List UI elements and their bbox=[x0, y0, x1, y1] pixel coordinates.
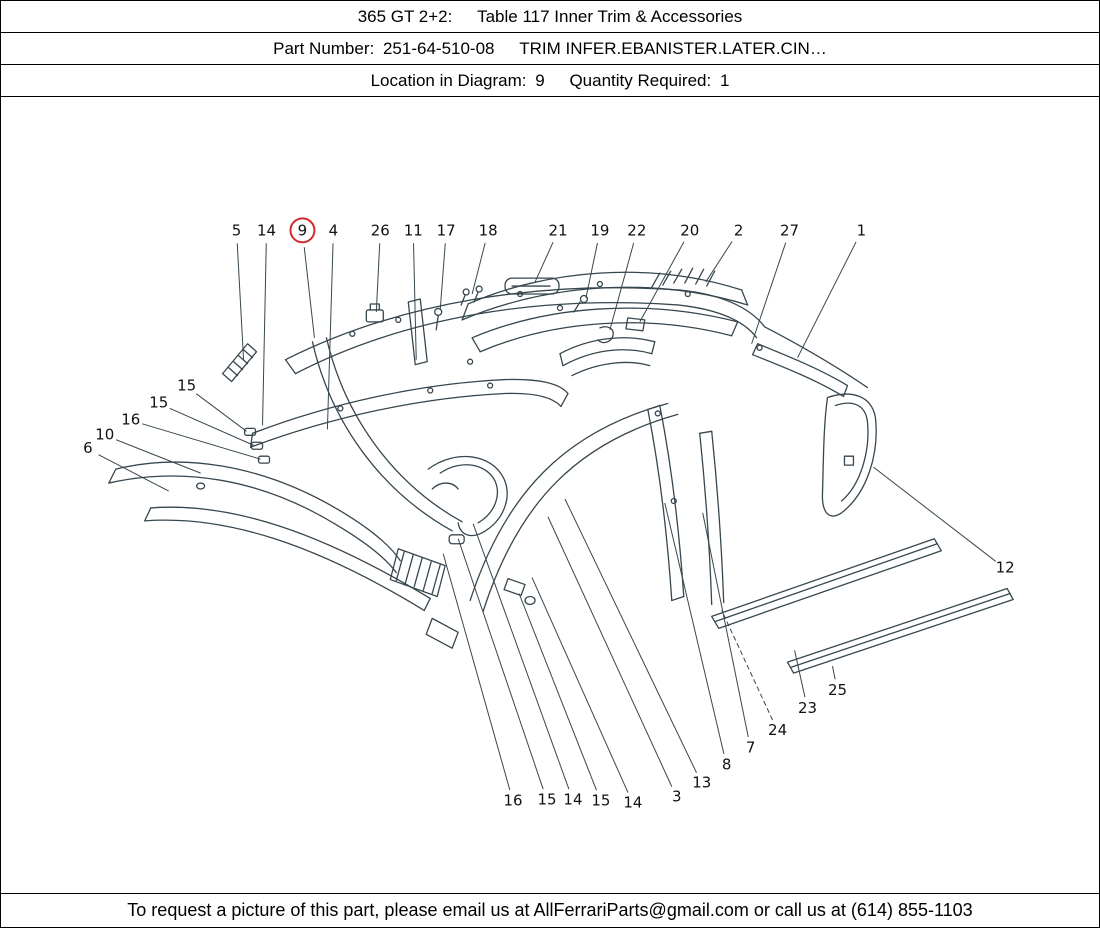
callout-25: 25 bbox=[828, 681, 847, 699]
callout-13: 13 bbox=[692, 774, 711, 792]
callout-7: 7 bbox=[746, 739, 756, 757]
leader-line-5 bbox=[236, 243, 245, 360]
leader-line-13 bbox=[564, 498, 697, 773]
quantity-label: Quantity Required: bbox=[569, 71, 712, 90]
callout-15: 15 bbox=[149, 393, 168, 411]
leader-line-12 bbox=[873, 466, 996, 562]
leader-line-16 bbox=[142, 423, 261, 460]
contact-footer: To request a picture of this part, pleas… bbox=[1, 893, 1099, 927]
callout-16: 16 bbox=[504, 791, 523, 809]
callout-22: 22 bbox=[627, 221, 646, 239]
callout-14: 14 bbox=[257, 221, 276, 239]
callout-10: 10 bbox=[95, 425, 114, 443]
callout-20: 20 bbox=[680, 221, 699, 239]
leader-line-17 bbox=[439, 243, 446, 310]
leader-line-15 bbox=[169, 407, 254, 446]
footer-middle: or call us at bbox=[753, 900, 846, 920]
callout-15: 15 bbox=[591, 791, 610, 809]
quantity-value: 1 bbox=[719, 71, 730, 90]
leader-line-20 bbox=[639, 241, 685, 323]
callout-8: 8 bbox=[722, 756, 732, 774]
car-body-line-art bbox=[108, 267, 1014, 674]
part-number-value: 251-64-510-08 bbox=[382, 39, 495, 58]
leader-line-25 bbox=[831, 666, 836, 680]
callout-11: 11 bbox=[404, 221, 423, 239]
leader-line-23 bbox=[794, 650, 806, 698]
part-description: TRIM INFER.EBANISTER.LATER.CIN… bbox=[519, 39, 827, 58]
callout-17: 17 bbox=[437, 221, 456, 239]
leader-line-9 bbox=[303, 247, 315, 338]
callout-3: 3 bbox=[672, 787, 682, 805]
callout-27: 27 bbox=[780, 221, 799, 239]
callout-18: 18 bbox=[479, 221, 498, 239]
callout-16: 16 bbox=[121, 410, 140, 428]
model-name: 365 GT 2+2: bbox=[357, 7, 453, 26]
callout-14: 14 bbox=[563, 790, 582, 808]
leader-line-3 bbox=[547, 516, 673, 787]
table-title: Table 117 Inner Trim & Accessories bbox=[477, 7, 743, 26]
callout-2: 2 bbox=[734, 221, 744, 239]
callout-layer: 5 14 9 4 26 11 17 18 21 19 22 20 2 27 1 15 15 16 106 12 23 25… bbox=[83, 217, 1015, 811]
leader-line-15 bbox=[518, 593, 597, 791]
callout-5: 5 bbox=[232, 221, 242, 239]
parts-diagram: 5 14 9 4 26 11 17 18 21 19 22 20 2 27 1 15 15 16 106 12 23 25… bbox=[83, 217, 1015, 811]
leader-line-18 bbox=[471, 242, 486, 295]
callout-26: 26 bbox=[371, 221, 390, 239]
leader-line-6 bbox=[98, 454, 169, 492]
part-number-label: Part Number: bbox=[273, 39, 375, 58]
callout-1: 1 bbox=[857, 221, 867, 239]
callout-9: 9 bbox=[298, 221, 308, 239]
leader-line-22 bbox=[609, 242, 635, 330]
location-bar: Location in Diagram: 9 Quantity Required… bbox=[1, 65, 1099, 97]
leader-line-14 bbox=[472, 523, 570, 790]
callout-6: 6 bbox=[83, 439, 93, 457]
leader-line-16 bbox=[442, 553, 511, 791]
highlight-circle bbox=[289, 217, 316, 244]
callout-19: 19 bbox=[590, 221, 609, 239]
leader-line-2 bbox=[705, 241, 733, 283]
email-address: AllFerrariParts@gmail.com bbox=[533, 900, 749, 920]
leader-line-4 bbox=[326, 243, 334, 430]
location-value: 9 bbox=[535, 71, 545, 90]
title-bar: 365 GT 2+2: Table 117 Inner Trim & Acces… bbox=[1, 1, 1099, 33]
leader-line-15 bbox=[457, 538, 544, 790]
leader-line-11 bbox=[413, 243, 417, 360]
leader-line-10 bbox=[115, 439, 201, 474]
leader-line-19 bbox=[585, 242, 598, 299]
leader-line-24 bbox=[721, 610, 774, 721]
location-label: Location in Diagram: bbox=[370, 71, 527, 90]
leader-line-1 bbox=[797, 241, 857, 358]
leader-line-21 bbox=[534, 242, 554, 283]
callout-15: 15 bbox=[177, 377, 196, 395]
leader-line-27 bbox=[751, 242, 787, 344]
callout-14: 14 bbox=[623, 793, 642, 811]
callout-21: 21 bbox=[548, 221, 567, 239]
callout-23: 23 bbox=[798, 699, 817, 717]
leader-line-14 bbox=[531, 577, 629, 793]
callout-4: 4 bbox=[329, 221, 339, 239]
part-number-bar: Part Number: 251-64-510-08 TRIM INFER.EB… bbox=[1, 33, 1099, 65]
leader-line-26 bbox=[375, 243, 381, 312]
leader-line-8 bbox=[664, 502, 725, 755]
leader-line-14 bbox=[262, 243, 267, 426]
callout-15: 15 bbox=[537, 790, 556, 808]
leader-line-7 bbox=[702, 512, 749, 738]
footer-prefix: To request a picture of this part, pleas… bbox=[127, 900, 530, 920]
callout-12: 12 bbox=[996, 559, 1015, 577]
leader-line-15 bbox=[195, 393, 247, 432]
phone-number: (614) 855-1103 bbox=[850, 900, 973, 920]
callout-24: 24 bbox=[768, 721, 787, 739]
